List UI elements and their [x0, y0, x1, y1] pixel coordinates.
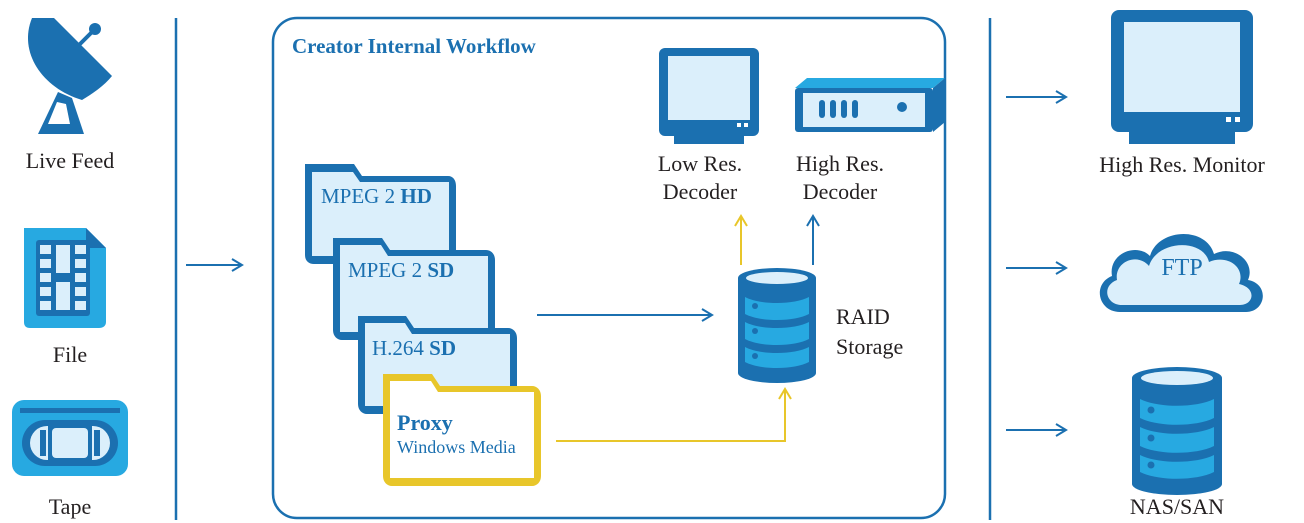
- high-res-monitor-icon: [1111, 10, 1253, 144]
- proxy-to-storage-arrow: [556, 387, 792, 442]
- file-icon: [24, 228, 106, 328]
- file-label: File: [52, 342, 88, 367]
- ftp-label: FTP: [1161, 255, 1203, 281]
- tape-icon: [12, 400, 128, 476]
- decoder-box-icon: [795, 78, 945, 132]
- format-label-mpeg2-sd: MPEG 2 SD: [348, 258, 455, 282]
- low-res-decoder-label: Low Res. Decoder: [657, 151, 743, 204]
- format-label-h264-sd: H.264 SD: [372, 336, 457, 360]
- raid-storage-label: RAID Storage: [836, 304, 904, 359]
- high-res-monitor-label: High Res. Monitor: [1099, 152, 1265, 177]
- satellite-dish-icon: [27, 18, 112, 134]
- proxy-title: Proxy: [397, 410, 453, 435]
- format-label-mpeg2-hd: MPEG 2 HD: [321, 184, 432, 208]
- nas-storage-icon: [1132, 367, 1222, 495]
- workflow-frame: [271, 16, 947, 520]
- workflow-title: Creator Internal Workflow: [292, 34, 536, 58]
- raid-storage-icon: [738, 268, 816, 383]
- tape-label: Tape: [48, 494, 92, 519]
- cloud-icon: [1099, 233, 1263, 312]
- folder-proxy: [383, 374, 541, 486]
- high-res-decoder-label: High Res. Decoder: [796, 151, 884, 204]
- folder-mpeg2-sd: [333, 238, 495, 340]
- nas-san-label: NAS/SAN: [1129, 494, 1225, 519]
- low-res-monitor-icon: [659, 48, 759, 144]
- proxy-subtitle: Windows Media: [397, 437, 516, 457]
- live-feed-label: Live Feed: [25, 148, 115, 173]
